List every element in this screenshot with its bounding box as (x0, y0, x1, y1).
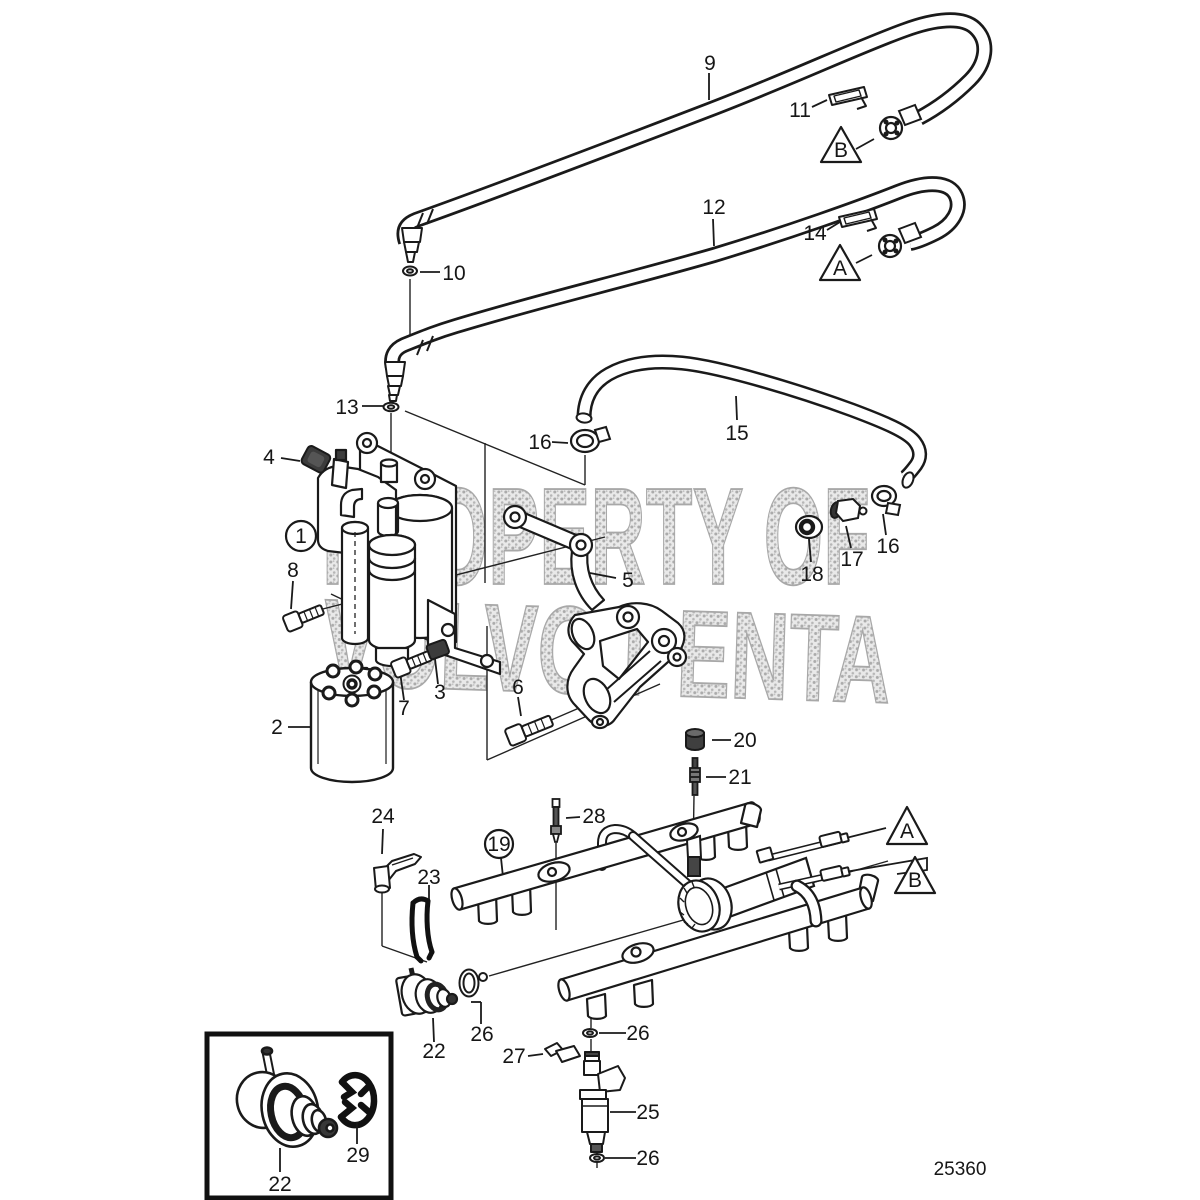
svg-text:10: 10 (442, 262, 465, 285)
svg-text:26: 26 (626, 1022, 649, 1045)
svg-text:8: 8 (287, 559, 299, 582)
svg-text:25360: 25360 (934, 1159, 987, 1180)
svg-text:23: 23 (417, 866, 440, 889)
svg-text:4: 4 (263, 446, 275, 469)
svg-text:6: 6 (512, 676, 524, 699)
svg-text:29: 29 (346, 1144, 369, 1167)
svg-text:14: 14 (803, 222, 827, 245)
svg-text:9: 9 (704, 52, 716, 75)
svg-text:22: 22 (422, 1040, 445, 1063)
svg-text:27: 27 (502, 1045, 525, 1068)
svg-text:15: 15 (725, 422, 748, 445)
svg-text:13: 13 (335, 396, 358, 419)
svg-text:16: 16 (528, 431, 551, 454)
svg-text:B: B (834, 139, 848, 162)
svg-text:A: A (900, 820, 914, 843)
svg-text:19: 19 (487, 833, 510, 856)
svg-text:11: 11 (789, 99, 811, 122)
svg-text:24: 24 (371, 805, 395, 828)
svg-text:26: 26 (636, 1147, 659, 1170)
svg-text:7: 7 (398, 697, 410, 720)
svg-text:21: 21 (728, 766, 751, 789)
svg-text:22: 22 (268, 1173, 291, 1196)
svg-text:12: 12 (702, 196, 725, 219)
svg-text:26: 26 (470, 1023, 493, 1046)
svg-text:A: A (833, 257, 847, 280)
svg-text:25: 25 (636, 1101, 659, 1124)
svg-text:3: 3 (434, 681, 446, 704)
svg-text:28: 28 (582, 805, 605, 828)
svg-text:5: 5 (622, 569, 634, 592)
svg-text:18: 18 (800, 563, 823, 586)
svg-text:17: 17 (840, 548, 863, 571)
svg-text:16: 16 (876, 535, 899, 558)
svg-text:B: B (908, 869, 922, 892)
svg-text:1: 1 (295, 525, 307, 548)
svg-text:2: 2 (271, 716, 283, 739)
svg-text:20: 20 (733, 729, 756, 752)
